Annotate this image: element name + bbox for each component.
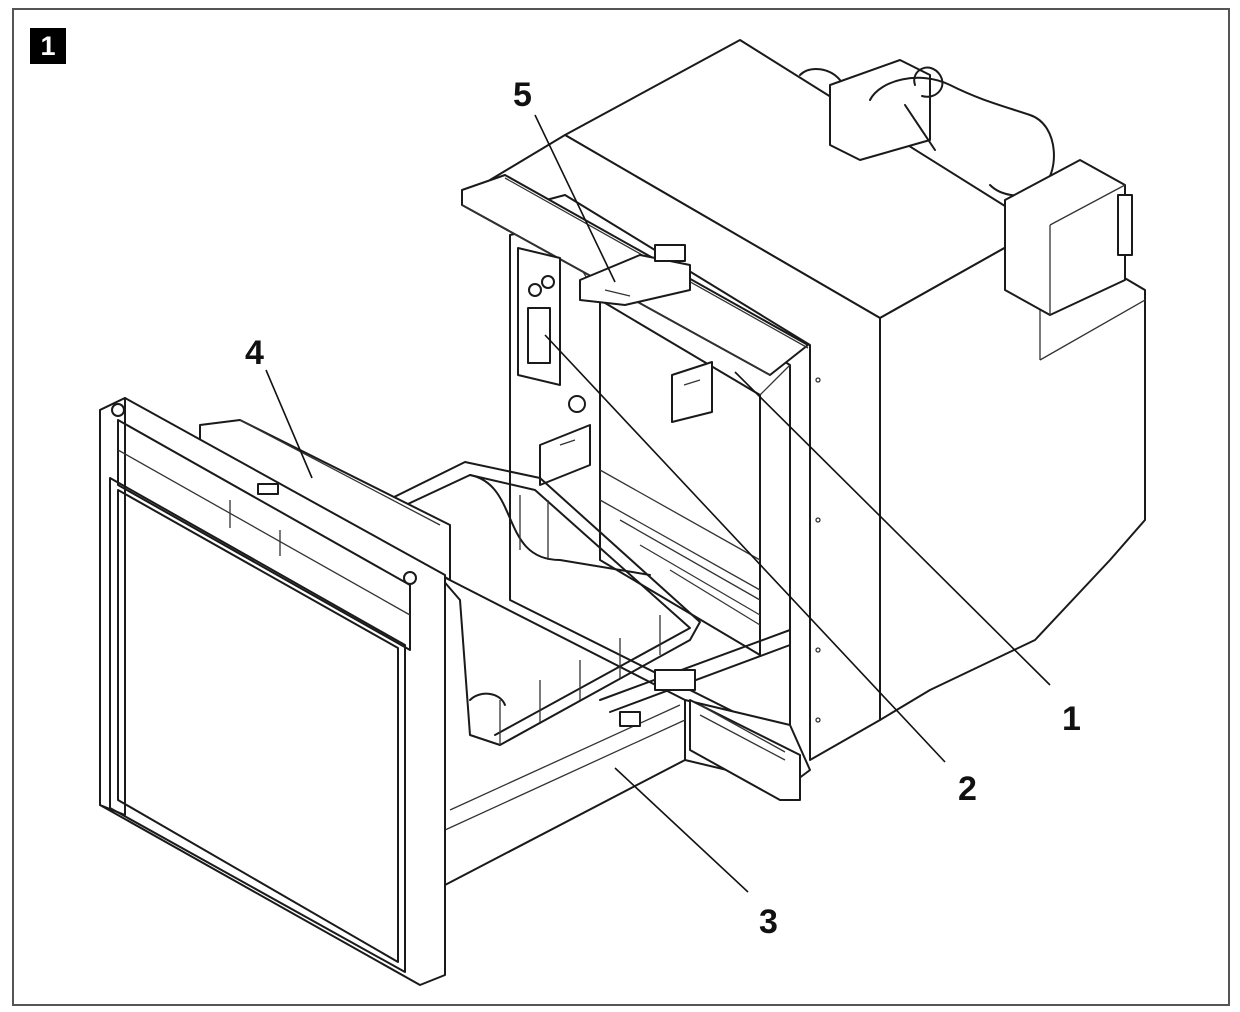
door-latch	[579, 244, 691, 306]
callout-label-4: 4	[245, 334, 264, 372]
callout-label-3: 3	[759, 903, 778, 941]
mounting-brackets	[539, 361, 713, 486]
leader-lines	[265, 114, 1051, 893]
callout-label-5: 5	[513, 76, 532, 114]
control-panel	[517, 247, 586, 413]
drawer-door	[99, 397, 446, 986]
leader-line-1	[734, 371, 1051, 686]
callout-label-2: 2	[958, 770, 977, 808]
leader-line-3	[614, 767, 749, 893]
leader-line-4	[265, 369, 313, 479]
callout-label-1: 1	[1062, 700, 1081, 738]
leader-line-5	[534, 114, 616, 283]
wire-basket	[377, 461, 701, 746]
leader-line-2	[544, 334, 946, 763]
figure-number-badge: 1	[30, 28, 66, 64]
compressor-unit	[799, 59, 1133, 316]
